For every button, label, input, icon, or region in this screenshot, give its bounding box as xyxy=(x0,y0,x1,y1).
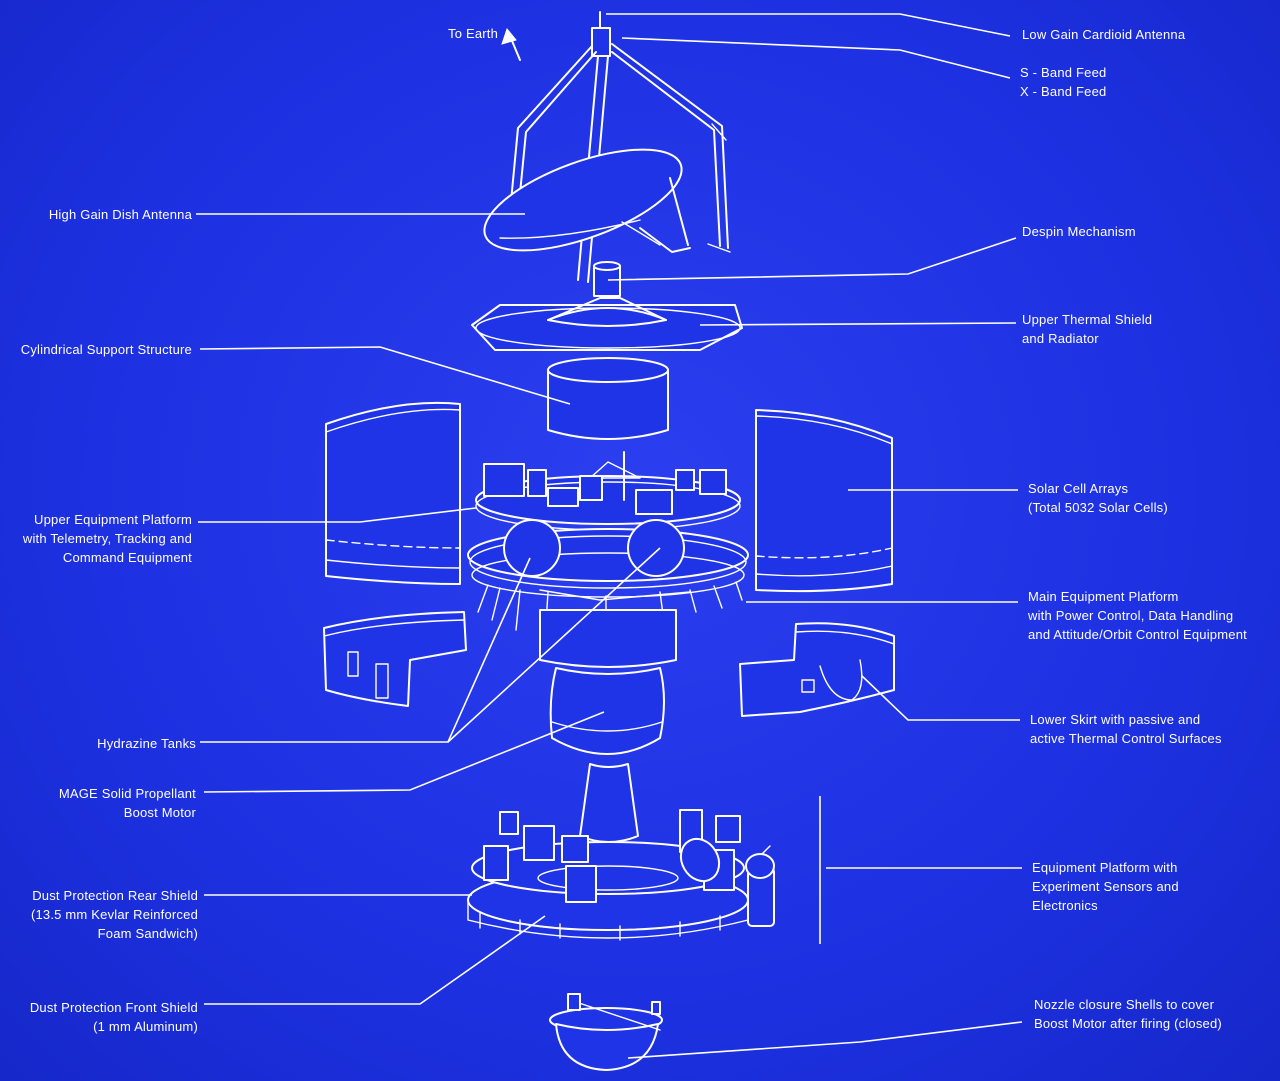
upper-equipment-platform xyxy=(475,451,741,531)
experiment-platform-label: Equipment Platform with Experiment Senso… xyxy=(1032,860,1179,913)
solar-array-left xyxy=(325,401,461,585)
low-gain-antenna-label: Low Gain Cardioid Antenna xyxy=(1022,27,1186,42)
main-equipment-platform-label: Main Equipment Platform with Power Contr… xyxy=(1028,589,1247,642)
lower-skirt-label: Lower Skirt with passive and active Ther… xyxy=(1030,712,1222,746)
upper-thermal-shield-label: Upper Thermal Shield and Radiator xyxy=(1022,312,1153,346)
solar-array-right xyxy=(755,409,893,593)
rear-shield-label: Dust Protection Rear Shield (13.5 mm Kev… xyxy=(30,888,198,941)
nozzle-closure-shells xyxy=(549,993,663,1071)
mage-boost-motor-label: MAGE Solid Propellant Boost Motor xyxy=(58,786,196,820)
lower-skirt-right xyxy=(739,622,895,717)
to-earth-label: To Earth xyxy=(448,26,499,41)
band-feed-label: S - Band Feed X - Band Feed xyxy=(1020,65,1107,99)
main-equipment-platform xyxy=(467,519,749,631)
leader-lines xyxy=(196,13,1023,1059)
to-earth-arrow xyxy=(501,27,521,61)
hydrazine-tanks-label: Hydrazine Tanks xyxy=(97,736,196,751)
cylindrical-support xyxy=(547,357,669,440)
despin-mechanism-label: Despin Mechanism xyxy=(1022,224,1136,239)
upper-thermal-shield xyxy=(471,297,743,351)
despin-mechanism xyxy=(593,261,621,297)
nozzle-closure-shells-label: Nozzle closure Shells to cover Boost Mot… xyxy=(1034,997,1222,1031)
cylindrical-support-label: Cylindrical Support Structure xyxy=(20,342,192,357)
solar-cell-arrays-label: Solar Cell Arrays (Total 5032 Solar Cell… xyxy=(1028,481,1168,515)
antenna-assembly xyxy=(483,11,731,283)
experiment-platform xyxy=(467,809,775,941)
upper-equipment-platform-label: Upper Equipment Platform with Telemetry,… xyxy=(22,512,192,565)
lower-skirt-left xyxy=(323,611,467,707)
high-gain-dish-label: High Gain Dish Antenna xyxy=(48,207,192,222)
front-shield-label: Dust Protection Front Shield (1 mm Alumi… xyxy=(29,1000,198,1034)
boost-motor xyxy=(539,609,677,843)
